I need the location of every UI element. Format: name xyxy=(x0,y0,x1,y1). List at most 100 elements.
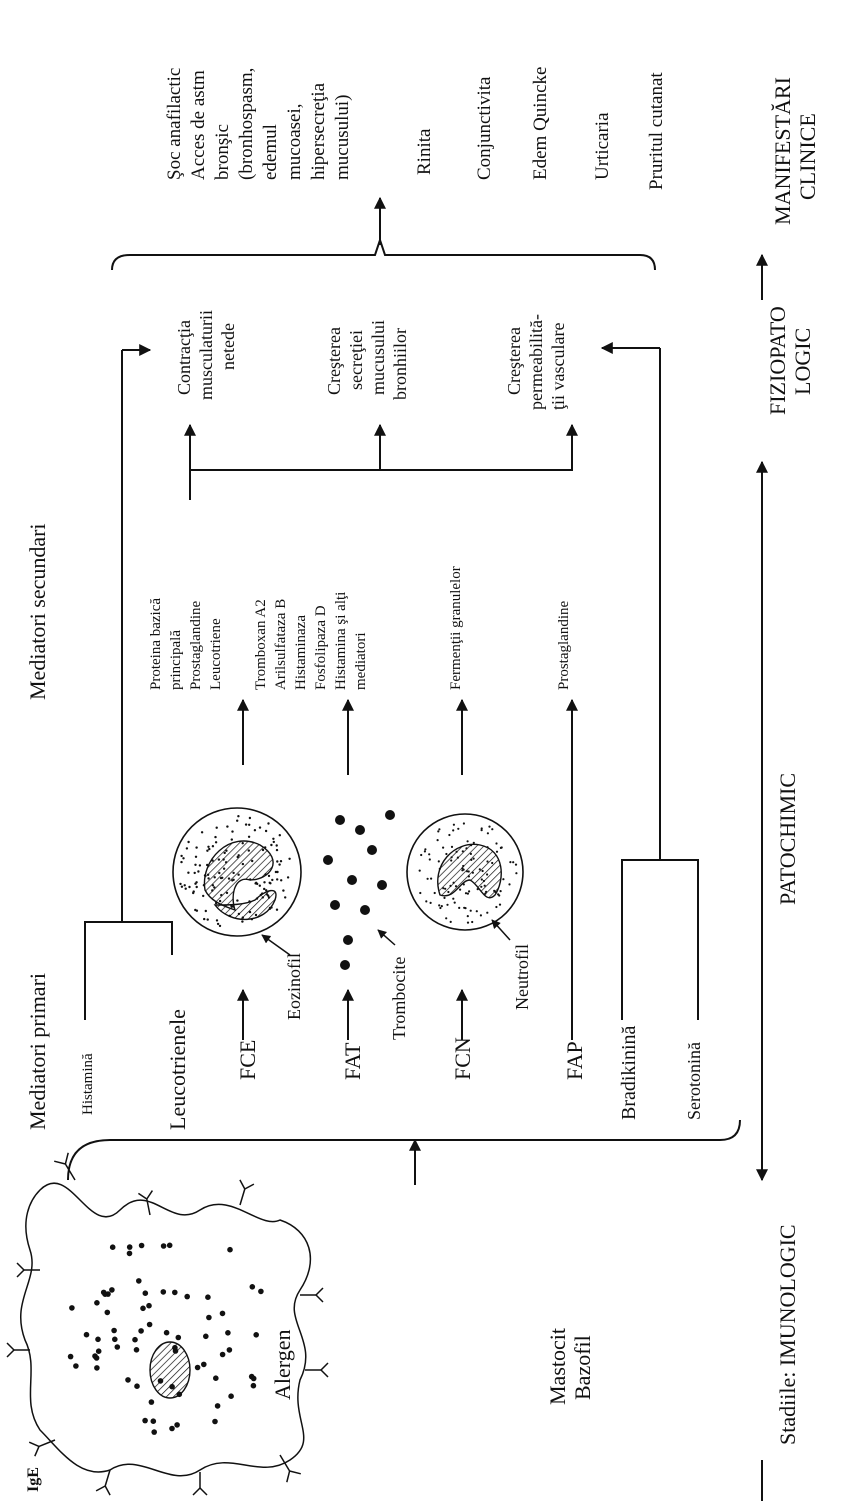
eozinofil-granule xyxy=(236,899,238,901)
neutrofil-granule xyxy=(502,878,504,880)
secondary-fcn-line-1: Fermenţii granulelor xyxy=(448,566,464,690)
eozinofil-granule xyxy=(202,895,204,897)
neutrofil-granule xyxy=(459,889,461,891)
neutrofil-granule xyxy=(453,824,455,826)
neutrofil-granule xyxy=(463,822,465,824)
mast-cell-granule xyxy=(139,1243,145,1249)
ige-receptor-arm xyxy=(290,1471,301,1474)
mast-cell-granule xyxy=(125,1377,131,1383)
secondary-fce-line-2: principală xyxy=(168,630,184,690)
eozinofil-granule xyxy=(255,882,257,884)
effect-secretia-line-4: bronhiilor xyxy=(390,328,410,400)
neutrofil-granule xyxy=(425,900,427,902)
eozinofil-granule xyxy=(279,834,281,836)
ige-receptor-arm xyxy=(96,1486,105,1491)
mast-cell-granule xyxy=(176,1335,182,1341)
mast-cell-granule xyxy=(151,1418,157,1424)
effect-secretia: Creşterea secreţiei mucusului bronhiilor xyxy=(324,320,410,400)
ige-receptor-arm xyxy=(54,1161,65,1164)
mast-cell-granule xyxy=(164,1330,170,1336)
eozinofil-granule xyxy=(203,918,205,920)
mast-cell-granule xyxy=(143,1290,149,1296)
allergen-label: Alergen xyxy=(270,1330,295,1400)
neutrofil-granule xyxy=(437,830,439,832)
secondary-fat-line-6: mediatori xyxy=(353,633,369,690)
eozinofil-granule xyxy=(241,920,243,922)
neutrofil-granule xyxy=(441,905,443,907)
neutrofil-granule xyxy=(491,828,493,830)
stage-clinic-label-2: CLINICE xyxy=(795,113,820,200)
trombocit xyxy=(385,810,395,820)
neutrofil-granule xyxy=(438,904,440,906)
ige-receptor-arm xyxy=(245,1184,254,1189)
neutrofil-granule xyxy=(445,917,447,919)
mast-cell-granule xyxy=(251,1376,257,1382)
mast-cell-granule xyxy=(132,1337,138,1343)
mast-cell: Alergen IgE Mastocit Bazofil xyxy=(7,1140,595,1495)
eozinofil-granule xyxy=(185,888,187,890)
histamina-leucotriene-bracket xyxy=(85,922,172,1020)
neutrofil-granule xyxy=(458,907,460,909)
fap-label: FAP xyxy=(562,1041,587,1080)
neutrofil-granule xyxy=(430,902,432,904)
mast-cell-granule xyxy=(112,1337,118,1343)
clinical-prurit: Pruritul cutanat xyxy=(646,72,667,190)
neutrofil-granule xyxy=(448,834,450,836)
eozinofil-granule xyxy=(219,925,221,927)
neutrofil-granule xyxy=(438,860,440,862)
ige-receptor-arm xyxy=(29,1442,39,1446)
neutrofil-granule xyxy=(495,842,497,844)
mast-cell-granule xyxy=(227,1247,233,1253)
neutrofil-granule xyxy=(487,832,489,834)
ige-receptor-arm xyxy=(316,1295,323,1302)
eozinofil-granule xyxy=(188,886,190,888)
ige-receptors xyxy=(7,1153,328,1495)
eozinofil-granule xyxy=(184,884,186,886)
mast-cell-granule xyxy=(177,1392,183,1398)
effect-secretia-line-2: secreţiei xyxy=(346,330,366,390)
mast-cell-granule xyxy=(94,1300,100,1306)
ige-receptor-arm xyxy=(138,1193,146,1199)
neutrofil-granule xyxy=(419,870,421,872)
eozinofil-granule xyxy=(207,918,209,920)
eozinofil-granule xyxy=(263,888,265,890)
trombocit xyxy=(367,845,377,855)
eozinofil-granule xyxy=(276,849,278,851)
neutrofil-granule xyxy=(509,861,511,863)
clinical-rinita: Rinita xyxy=(414,128,435,175)
eozinofil-granule xyxy=(236,820,238,822)
clinical-soc-line-7: hipersecreţia xyxy=(308,82,329,180)
bradikinina-label: Bradikinină xyxy=(618,1025,640,1120)
eozinofil-granule xyxy=(207,846,209,848)
fce-label: FCE xyxy=(235,1040,260,1080)
trombocite-label: Trombocite xyxy=(389,957,409,1040)
eozinofil-granule xyxy=(276,844,278,846)
mast-cell-granule xyxy=(172,1290,178,1296)
eozinofil-granule xyxy=(199,864,201,866)
trombocit xyxy=(360,905,370,915)
mast-cell-granule xyxy=(250,1284,256,1290)
mast-cell-granule xyxy=(94,1355,100,1361)
mast-cell-granule xyxy=(134,1383,140,1389)
effect-contractia-line-2: musculaturii xyxy=(196,310,216,400)
eozinofil-granule xyxy=(195,856,197,858)
eozinofil-granule xyxy=(259,826,261,828)
stage-fiziopatologic-label-2: LOGIC xyxy=(790,328,815,395)
neutrofil-granule xyxy=(515,864,517,866)
eozinofil-granule xyxy=(196,910,198,912)
eozinofil-granule xyxy=(265,830,267,832)
eozinofil-label: Eozinofil xyxy=(284,953,304,1020)
neutrofil-granule xyxy=(467,922,469,924)
eozinofil-granule xyxy=(195,881,197,883)
mast-cell-granule xyxy=(174,1422,180,1428)
neutrofil-granule xyxy=(419,892,421,894)
neutrofil-granule xyxy=(430,878,432,880)
mast-cell-granule xyxy=(169,1426,175,1432)
mast-cell-granule xyxy=(69,1305,75,1311)
neutrofil-granule xyxy=(500,890,502,892)
neutrofil-granule xyxy=(452,829,454,831)
mast-cell-granule xyxy=(205,1294,211,1300)
neutrofil-granule xyxy=(427,878,429,880)
eozinofil-granule xyxy=(245,823,247,825)
